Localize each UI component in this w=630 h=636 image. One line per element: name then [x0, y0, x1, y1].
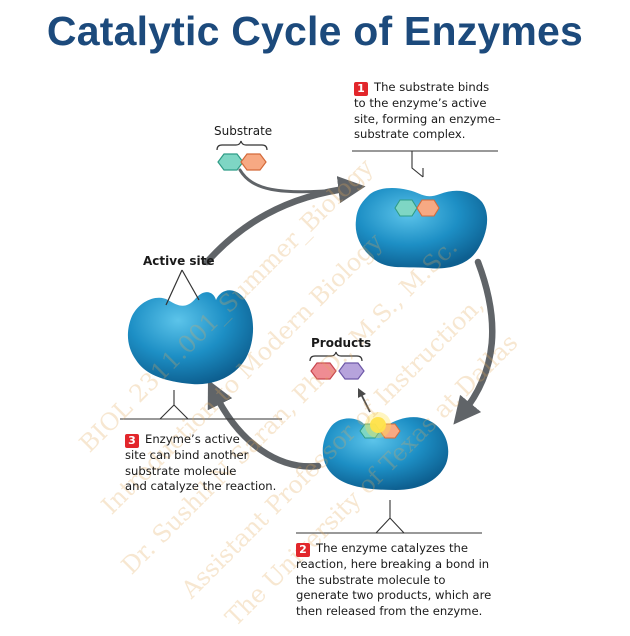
- products-label: Products: [311, 336, 372, 350]
- step-2-line-5: then released from the enzyme.: [296, 603, 483, 618]
- step-1-line-3: site, forming an enzyme–: [354, 111, 501, 126]
- substrate-entry-arrow: [238, 168, 342, 194]
- step-3-badge: 3: [125, 434, 139, 448]
- step-3-line-1: Enzyme’s active: [145, 432, 240, 446]
- caption-1-leader: [352, 150, 498, 178]
- step-1-line-2: to the enzyme’s active: [354, 96, 487, 110]
- step-3-caption: 3 Enzyme’s active site can bind another s…: [125, 432, 295, 495]
- step-3-line-3: substrate molecule: [125, 463, 237, 478]
- products-brace: [309, 351, 363, 362]
- product-release-arrow: [357, 387, 371, 413]
- step-1-line-4: substrate complex.: [354, 127, 466, 141]
- caption-3-leader: [120, 390, 282, 420]
- caption-2-leader: [296, 500, 482, 534]
- step-2-badge: 2: [296, 543, 310, 557]
- step-1-caption: 1 The substrate binds to the enzyme’s act…: [354, 80, 514, 143]
- step-2-line-3: the substrate molecule to: [296, 572, 446, 587]
- step-2-line-4: generate two products, which are: [296, 588, 492, 602]
- step-2-caption: 2 The enzyme catalyzes the reaction, here…: [296, 541, 506, 619]
- active-site-pointer: [165, 269, 200, 306]
- free-enzyme: [127, 290, 254, 385]
- step-1-line-1: The substrate binds: [374, 80, 490, 94]
- step-2-line-1: The enzyme catalyzes the: [316, 541, 468, 555]
- step-3-line-2: site can bind another: [125, 448, 249, 462]
- catalyzing-enzyme: [322, 412, 449, 490]
- step-1-badge: 1: [354, 82, 368, 96]
- step-3-line-4: and catalyze the reaction.: [125, 479, 277, 493]
- cycle-arrow-to-enzyme-substrate-complex: [203, 176, 366, 266]
- substrate-brace: [216, 140, 268, 151]
- substrate-label: Substrate: [214, 124, 273, 138]
- products-molecules: [310, 362, 365, 380]
- cycle-arrow-to-catalysis: [453, 258, 496, 425]
- enzyme-substrate-complex: [355, 188, 488, 269]
- page-title: Catalytic Cycle of Enzymes: [46, 8, 584, 54]
- step-2-line-2: reaction, here breaking a bond in: [296, 557, 490, 571]
- substrate-molecule: [217, 153, 267, 171]
- active-site-label: Active site: [143, 254, 215, 268]
- cycle-arrow-to-free-enzyme: [207, 379, 322, 470]
